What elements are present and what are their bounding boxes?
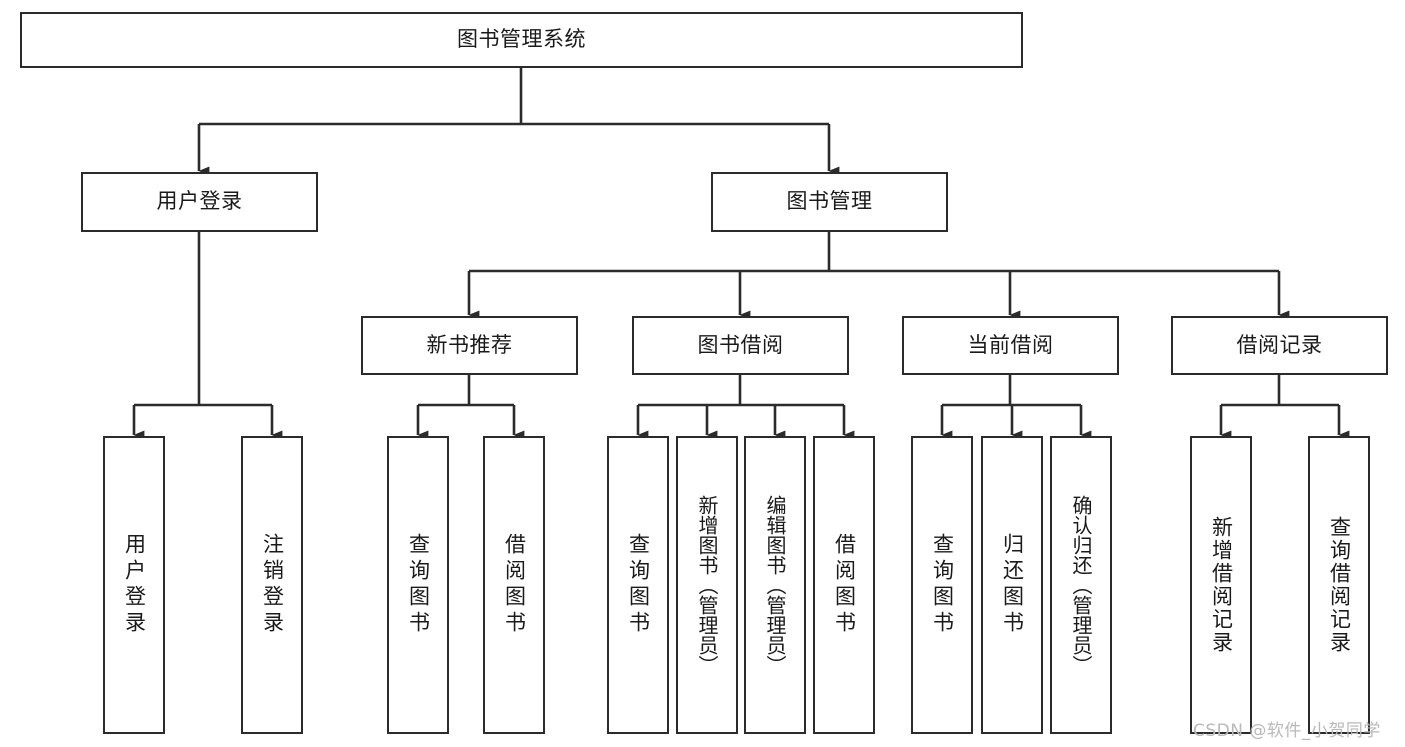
node-leaf-7[interactable]: 编辑图书（管理员）: [744, 436, 806, 734]
node-level3-label: 新书推荐: [426, 332, 513, 357]
node-level3-label: 借阅记录: [1236, 332, 1323, 357]
node-level3-3[interactable]: 当前借阅: [902, 316, 1119, 375]
node-leaf-label: 借阅图书: [502, 533, 527, 637]
node-level3-1[interactable]: 新书推荐: [361, 316, 578, 375]
node-level3-2[interactable]: 图书借阅: [632, 316, 849, 375]
node-root-label: 图书管理系统: [457, 27, 586, 52]
node-leaf-3[interactable]: 查询图书: [387, 436, 449, 734]
node-leaf-5[interactable]: 查询图书: [607, 436, 669, 734]
node-level2-2[interactable]: 图书管理: [711, 172, 948, 232]
node-leaf-label: 查询图书: [406, 533, 431, 637]
node-leaf-label: 归还图书: [1000, 533, 1025, 637]
node-leaf-label: 确认归还（管理员）: [1069, 495, 1093, 675]
node-leaf-2[interactable]: 注销登录: [241, 436, 303, 734]
node-leaf-8[interactable]: 借阅图书: [813, 436, 875, 734]
node-leaf-label: 用户登录: [122, 533, 147, 637]
node-leaf-label: 新增借阅记录: [1209, 516, 1234, 654]
node-root-system[interactable]: 图书管理系统: [20, 12, 1023, 68]
node-level2-label: 用户登录: [156, 189, 243, 214]
node-leaf-label: 查询借阅记录: [1327, 516, 1352, 654]
connector-lines: [132, 68, 1350, 440]
node-leaf-label: 编辑图书（管理员）: [763, 495, 787, 675]
node-level3-4[interactable]: 借阅记录: [1171, 316, 1388, 375]
node-leaf-6[interactable]: 新增图书（管理员）: [676, 436, 738, 734]
node-leaf-11[interactable]: 确认归还（管理员）: [1050, 436, 1112, 734]
node-leaf-label: 查询图书: [930, 533, 955, 637]
node-leaf-1[interactable]: 用户登录: [103, 436, 165, 734]
node-level3-label: 当前借阅: [967, 332, 1054, 357]
node-leaf-13[interactable]: 查询借阅记录: [1308, 436, 1370, 734]
node-level2-1[interactable]: 用户登录: [81, 172, 318, 232]
node-leaf-label: 新增图书（管理员）: [695, 495, 719, 675]
node-leaf-9[interactable]: 查询图书: [911, 436, 973, 734]
node-leaf-label: 注销登录: [260, 533, 285, 637]
node-leaf-4[interactable]: 借阅图书: [483, 436, 545, 734]
node-leaf-label: 查询图书: [626, 533, 651, 637]
node-level2-label: 图书管理: [786, 189, 873, 214]
node-leaf-label: 借阅图书: [832, 533, 857, 637]
node-leaf-10[interactable]: 归还图书: [981, 436, 1043, 734]
node-level3-label: 图书借阅: [697, 332, 784, 357]
node-leaf-12[interactable]: 新增借阅记录: [1190, 436, 1252, 734]
